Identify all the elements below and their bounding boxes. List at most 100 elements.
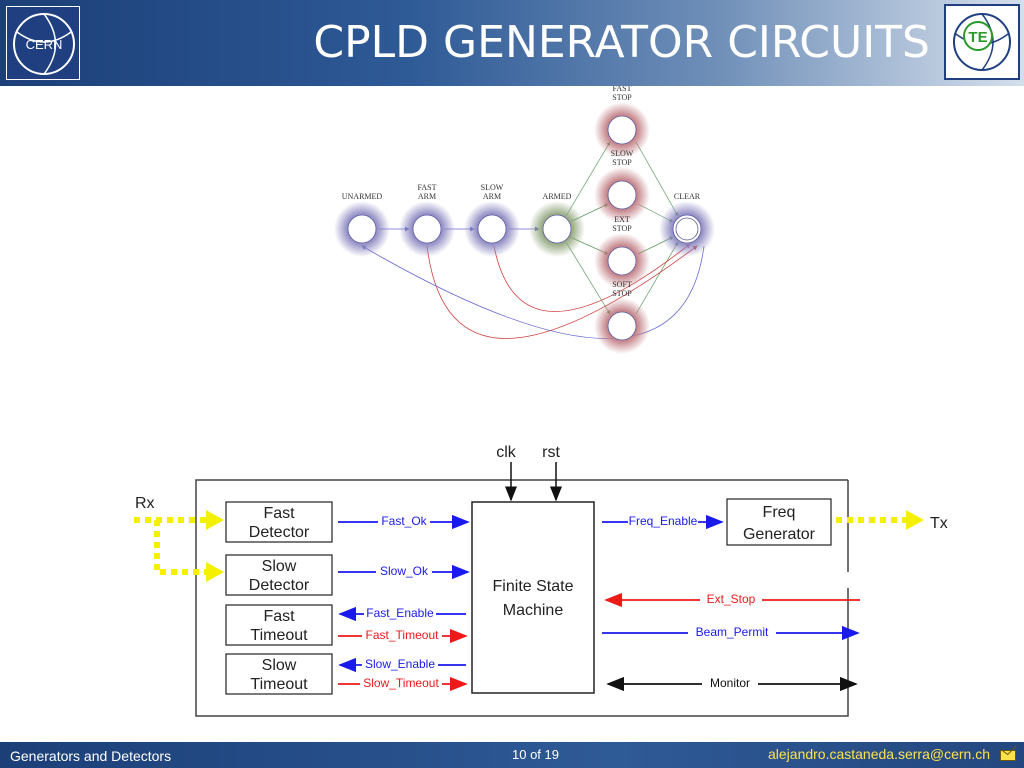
header-bar: CERN CPLD GENERATOR CIRCUITS TE xyxy=(0,0,1024,86)
transition-armed-soft-stop xyxy=(565,241,611,315)
state-label: STOP xyxy=(612,93,632,102)
footer-email-link[interactable]: alejandro.castaneda.serra@cern.ch xyxy=(767,746,990,762)
te-logo-graphic: TE xyxy=(953,13,1011,71)
state-node xyxy=(347,214,377,244)
te-logo: TE xyxy=(944,4,1020,80)
state-armed: ARMED xyxy=(529,192,585,257)
state-label: FAST xyxy=(613,86,632,93)
tx-arrowhead xyxy=(906,510,924,530)
cern-logo: CERN xyxy=(6,6,80,80)
fast-timeout-line1: Fast xyxy=(263,608,295,625)
fsm-label-line1: Finite State xyxy=(493,578,574,595)
beam-permit-label-bg xyxy=(688,625,776,639)
fast-enable-label-bg xyxy=(364,606,436,620)
state-unarmed: UNARMED xyxy=(334,192,390,257)
state-node xyxy=(607,311,637,341)
mail-icon[interactable] xyxy=(1000,750,1016,761)
slow-enable-label-bg xyxy=(362,657,438,671)
slow-detector-line1: Slow xyxy=(262,558,297,575)
cern-logo-graphic: CERN xyxy=(13,13,75,75)
slow-timeout-label-bg xyxy=(360,676,442,690)
fast-timeout-label: Fast_Timeout xyxy=(366,628,440,642)
fast-enable-label: Fast_Enable xyxy=(366,606,434,620)
freq-enable-label: Freq_Enable xyxy=(629,514,698,528)
state-node-final-ring xyxy=(675,217,699,241)
fast-detector-line1: Fast xyxy=(263,505,295,522)
state-label: FAST xyxy=(418,183,437,192)
state-label: ARMED xyxy=(543,192,572,201)
state-label: SOFT xyxy=(612,280,632,289)
beam-permit-label: Beam_Permit xyxy=(696,625,769,639)
state-label: STOP xyxy=(612,224,632,233)
fast-ok-label-bg xyxy=(378,514,430,528)
ext-stop-label: Ext_Stop xyxy=(707,592,756,606)
rx-line-slow xyxy=(154,520,206,575)
te-logo-text: TE xyxy=(968,29,987,46)
clk-label: clk xyxy=(496,444,517,461)
state-node xyxy=(607,246,637,276)
freq-generator-line2: Generator xyxy=(743,526,816,543)
fast-timeout-block xyxy=(225,604,333,646)
fast-detector-block xyxy=(225,501,333,543)
state-label: ARM xyxy=(418,192,436,201)
fast-timeout-line2: Timeout xyxy=(250,627,308,644)
page-title: CPLD GENERATOR CIRCUITS xyxy=(313,17,930,68)
state-label: SLOW xyxy=(481,183,504,192)
fast-detector-line2: Detector xyxy=(249,524,310,541)
rx-arrowhead-slow xyxy=(206,562,224,582)
transition-fast-arm-clear xyxy=(426,245,698,339)
slow-ok-label-bg xyxy=(376,564,432,578)
monitor-label-bg xyxy=(702,676,758,690)
state-clear: CLEAR xyxy=(659,192,715,257)
slow-timeout-label: Slow_Timeout xyxy=(363,676,439,690)
state-label: EXT xyxy=(614,215,630,224)
freq-generator-block xyxy=(726,498,832,546)
state-node xyxy=(412,214,442,244)
state-label: STOP xyxy=(612,289,632,298)
state-label: SLOW xyxy=(611,149,634,158)
transition-armed-fast-stop xyxy=(565,141,611,217)
fast-timeout-label-bg xyxy=(362,628,442,642)
transition-clear-unarmed xyxy=(361,245,705,339)
footer-bar: Generators and Detectors 10 of 19 alejan… xyxy=(0,742,1024,768)
cern-logo-text: CERN xyxy=(26,37,63,52)
fsm-block xyxy=(471,501,595,694)
transition-fast-stop-clear xyxy=(635,141,679,217)
slow-enable-label: Slow_Enable xyxy=(365,657,435,671)
slow-timeout-line1: Slow xyxy=(262,657,297,674)
slow-ok-label: Slow_Ok xyxy=(380,564,429,578)
rx-arrowhead-fast xyxy=(206,510,224,530)
state-node xyxy=(607,115,637,145)
freq-enable-label-bg xyxy=(628,514,698,528)
state-node xyxy=(672,214,702,244)
state-label: CLEAR xyxy=(674,192,701,201)
slow-detector-line2: Detector xyxy=(249,577,310,594)
monitor-label: Monitor xyxy=(710,676,750,690)
state-node xyxy=(542,214,572,244)
tx-label: Tx xyxy=(930,515,948,532)
fsm-label-line2: Machine xyxy=(503,602,564,619)
ext-stop-label-bg xyxy=(700,592,762,606)
state-node xyxy=(607,180,637,210)
state-label: ARM xyxy=(483,192,501,201)
rst-label: rst xyxy=(542,444,560,461)
cpld-boundary xyxy=(195,479,849,717)
slow-timeout-line2: Timeout xyxy=(250,676,308,693)
state-node xyxy=(477,214,507,244)
rx-label: Rx xyxy=(135,495,155,512)
block-diagram: clk rst Finite State Machine Fast Detect… xyxy=(134,444,948,717)
freq-generator-line1: Freq xyxy=(763,504,796,521)
slow-detector-block xyxy=(225,554,333,596)
state-label: UNARMED xyxy=(342,192,383,201)
transition-slow-arm-clear xyxy=(493,243,691,312)
state-label: STOP xyxy=(612,158,632,167)
footer-section-title: Generators and Detectors xyxy=(10,748,172,764)
